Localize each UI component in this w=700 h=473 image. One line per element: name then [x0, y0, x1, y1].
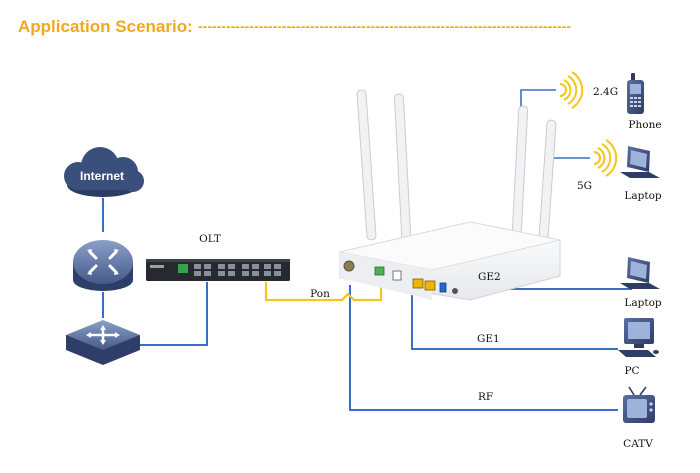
pc-icon — [618, 318, 659, 357]
pc-label: PC — [624, 365, 639, 377]
rf-label: RF — [478, 391, 493, 403]
tv-icon — [623, 386, 655, 423]
phone-icon — [627, 73, 644, 114]
laptop-5g-label: Laptop — [624, 190, 661, 202]
band-5g-label: 5G — [577, 180, 592, 192]
pon-link — [264, 280, 383, 302]
switch-icon — [66, 320, 140, 365]
pon-label: Pon — [310, 288, 330, 300]
band-24g-label: 2.4G — [593, 86, 618, 98]
wifi-signal-24g-icon — [559, 71, 584, 109]
ont-router-icon — [339, 89, 561, 301]
ge2-label: GE2 — [478, 271, 501, 283]
laptop-5g-icon — [620, 146, 660, 178]
router-icon — [73, 240, 133, 291]
internet-cloud-icon — [64, 147, 144, 197]
wifi-signal-5g-icon — [593, 139, 618, 177]
laptop-ge2-label: Laptop — [624, 297, 661, 309]
phone-label: Phone — [628, 119, 661, 131]
laptop-ge2-icon — [620, 257, 660, 289]
olt-label: OLT — [199, 233, 221, 245]
header-title: Application Scenario: — [18, 17, 193, 36]
olt-device-icon — [146, 259, 290, 281]
catv-label: CATV — [623, 438, 653, 450]
internet-label: Internet — [80, 169, 124, 183]
header-dashes: ----------------------------------------… — [198, 18, 571, 34]
ge1-label: GE1 — [477, 333, 500, 345]
